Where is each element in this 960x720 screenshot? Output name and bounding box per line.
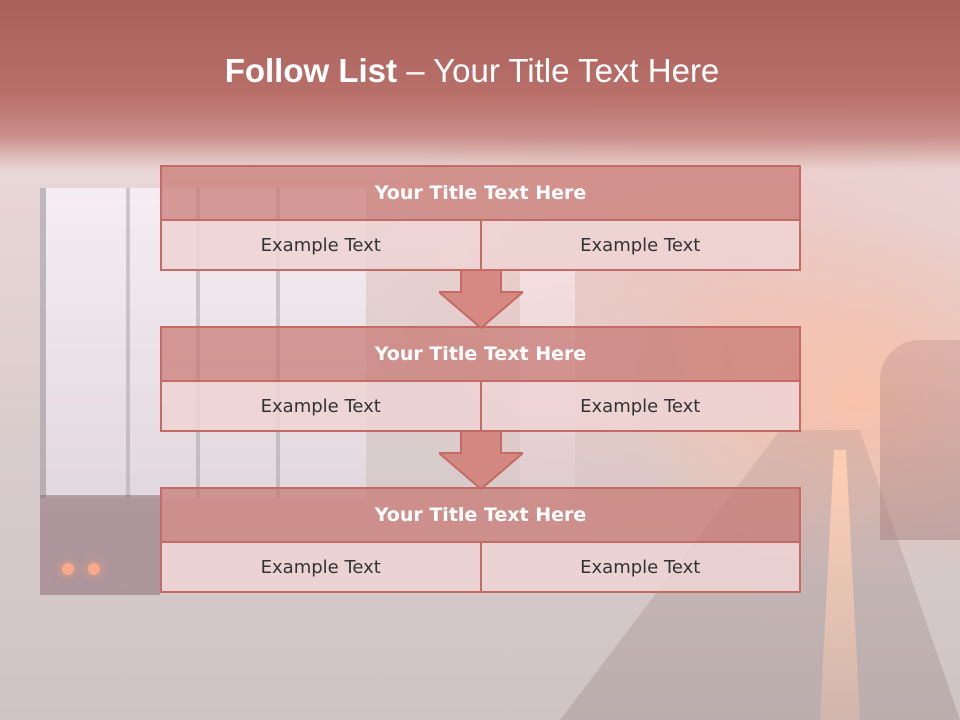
down-arrow-icon xyxy=(439,270,523,330)
block-cell-left: Example Text xyxy=(160,382,482,432)
down-arrow-icon xyxy=(439,431,523,491)
block-cell-left: Example Text xyxy=(160,543,482,593)
slide-title: Follow List – Your Title Text Here xyxy=(0,52,944,90)
block-cell-right: Example Text xyxy=(481,221,801,271)
block-cell-left: Example Text xyxy=(160,221,482,271)
tail-light xyxy=(88,563,100,575)
block-title: Your Title Text Here xyxy=(160,326,801,382)
slide-title-rest: – Your Title Text Here xyxy=(397,52,720,89)
slide-title-bold: Follow List xyxy=(224,52,398,89)
list-block-2: Your Title Text Here Example Text Exampl… xyxy=(160,326,801,432)
block-row: Example Text Example Text xyxy=(160,382,801,432)
block-row: Example Text Example Text xyxy=(160,543,801,593)
list-block-1: Your Title Text Here Example Text Exampl… xyxy=(160,165,801,271)
tail-light xyxy=(62,563,74,575)
block-title: Your Title Text Here xyxy=(160,165,801,221)
title-band xyxy=(0,0,960,170)
block-row: Example Text Example Text xyxy=(160,221,801,271)
list-block-3: Your Title Text Here Example Text Exampl… xyxy=(160,487,801,593)
truck-rear xyxy=(40,495,160,595)
tree-line xyxy=(880,340,960,540)
block-cell-right: Example Text xyxy=(481,382,801,432)
trailer-seam xyxy=(126,188,130,498)
block-cell-right: Example Text xyxy=(481,543,801,593)
block-title: Your Title Text Here xyxy=(160,487,801,543)
